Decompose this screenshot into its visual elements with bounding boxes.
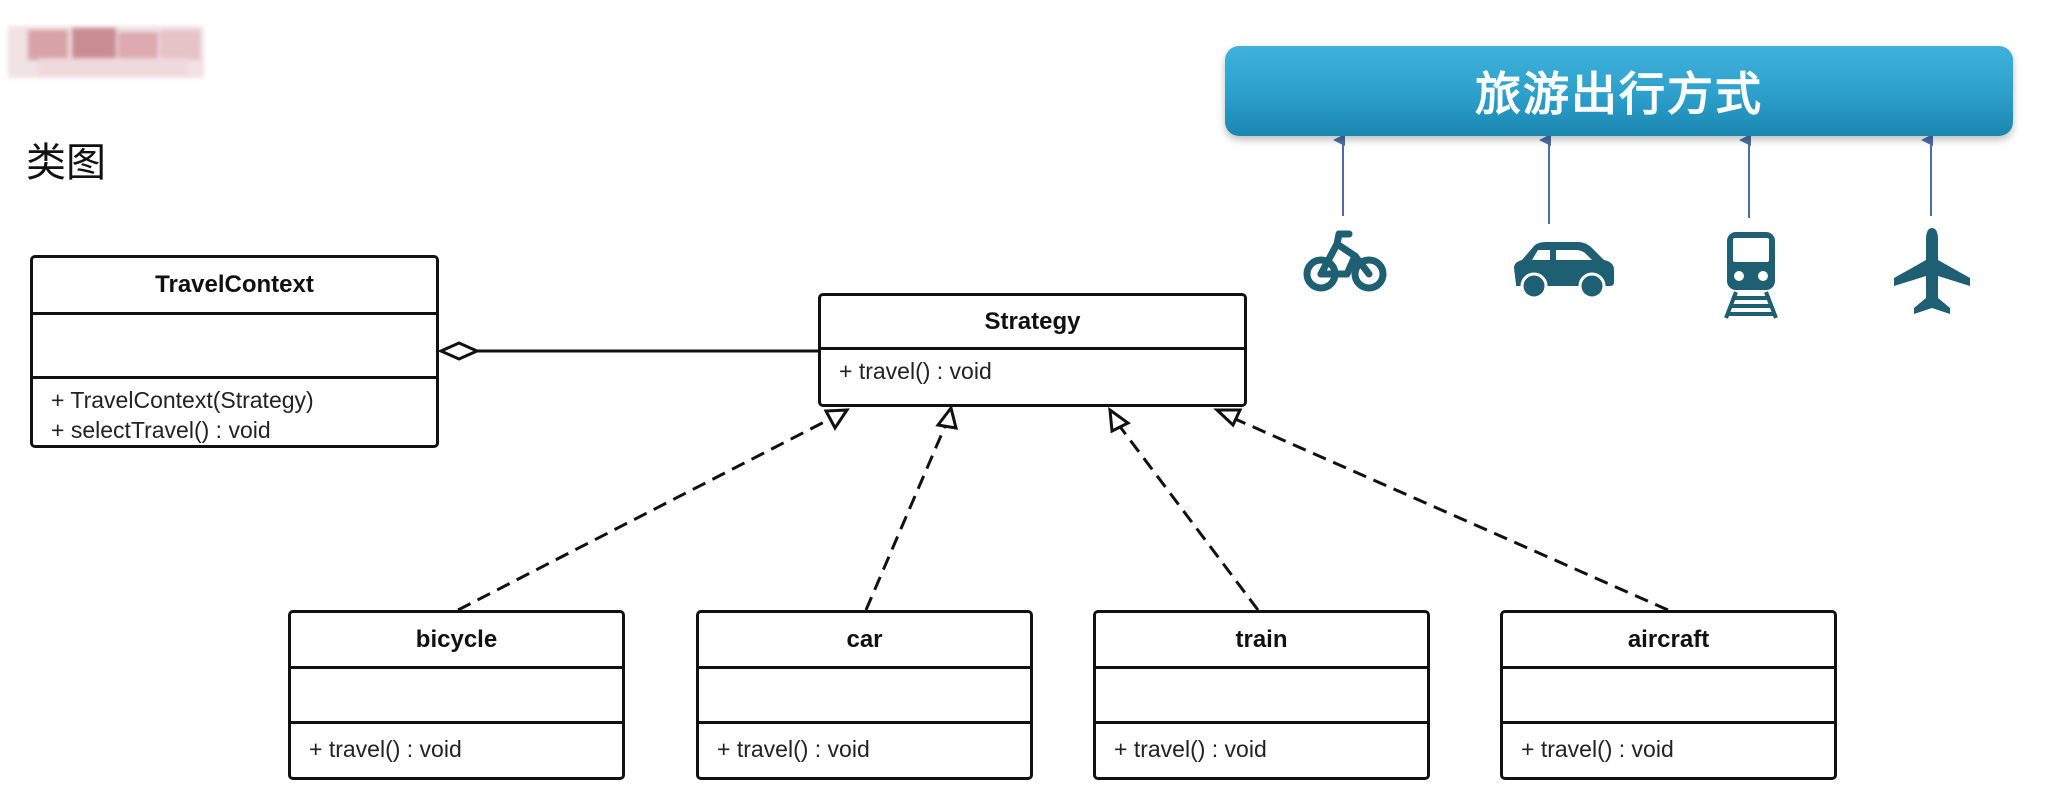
class-name: Strategy (821, 296, 1244, 350)
banner-title: 旅游出行方式 (1475, 67, 1763, 121)
realization-arrowhead-train (1108, 406, 1131, 434)
class-name: bicycle (291, 613, 622, 669)
section-title: 类图 (26, 140, 106, 186)
car-icon (1514, 242, 1614, 300)
class-attributes (1096, 669, 1427, 724)
class-name: car (699, 613, 1030, 669)
class-operations: + travel() : void (821, 350, 1244, 392)
class-attributes (33, 315, 436, 379)
class-travel-context: TravelContext + TravelContext(Strategy) … (30, 255, 439, 448)
class-operations: + TravelContext(Strategy) + selectTravel… (33, 379, 436, 451)
realization-arrowhead-aircraft (1213, 408, 1243, 428)
aggregation-diamond (437, 341, 481, 361)
realization-line-bicycle (457, 416, 833, 612)
class-attributes (291, 669, 622, 724)
realization-arrowhead-car (935, 404, 959, 430)
airplane-icon (1894, 228, 1970, 314)
class-operations: + travel() : void (291, 724, 622, 770)
realization-line-aircraft (1232, 416, 1669, 612)
operation: + travel() : void (1114, 736, 1267, 762)
class-operations: + travel() : void (699, 724, 1030, 770)
class-bicycle: bicycle + travel() : void (288, 610, 625, 780)
class-strategy: Strategy + travel() : void (818, 293, 1247, 407)
operation: + TravelContext(Strategy) (51, 387, 314, 413)
operation: + selectTravel() : void (51, 417, 271, 443)
bicycle-icon (1303, 230, 1387, 292)
operation: + travel() : void (717, 736, 870, 762)
realization-line-car (864, 423, 948, 611)
class-operations: + travel() : void (1503, 724, 1834, 770)
class-aircraft: aircraft + travel() : void (1500, 610, 1837, 780)
realization-arrowhead-bicycle (823, 408, 850, 431)
realization-line-train (1116, 423, 1260, 611)
class-train: train + travel() : void (1093, 610, 1430, 780)
class-name: TravelContext (33, 258, 436, 315)
class-attributes (699, 669, 1030, 724)
class-attributes (1503, 669, 1834, 724)
class-car: car + travel() : void (696, 610, 1033, 780)
operation: + travel() : void (839, 358, 992, 384)
class-operations: + travel() : void (1096, 724, 1427, 770)
train-icon (1724, 232, 1778, 319)
class-name: train (1096, 613, 1427, 669)
operation: + travel() : void (309, 736, 462, 762)
travel-modes-banner: 旅游出行方式 (1225, 46, 2013, 136)
class-name: aircraft (1503, 613, 1834, 669)
blurred-logo (8, 18, 222, 84)
operation: + travel() : void (1521, 736, 1674, 762)
